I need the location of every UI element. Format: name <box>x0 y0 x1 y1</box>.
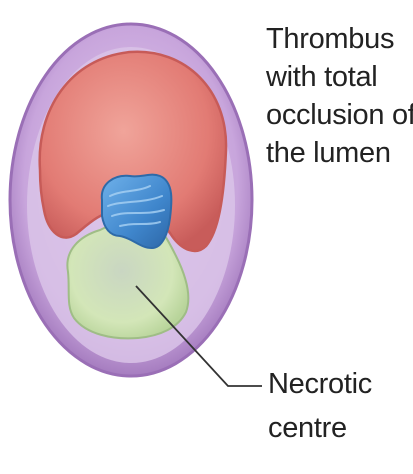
thrombus-label-line: with total <box>266 58 413 96</box>
necrotic-centre-label: Necrotic centre <box>268 362 372 450</box>
necrotic-label-line: centre <box>268 406 372 450</box>
necrotic-label-line: Necrotic <box>268 362 372 406</box>
thrombus-label-line: occlusion of <box>266 96 413 134</box>
thrombus-label-line: the lumen <box>266 134 413 172</box>
thrombus-label: Thrombus with total occlusion of the lum… <box>266 20 413 172</box>
thrombus-label-line: Thrombus <box>266 20 413 58</box>
